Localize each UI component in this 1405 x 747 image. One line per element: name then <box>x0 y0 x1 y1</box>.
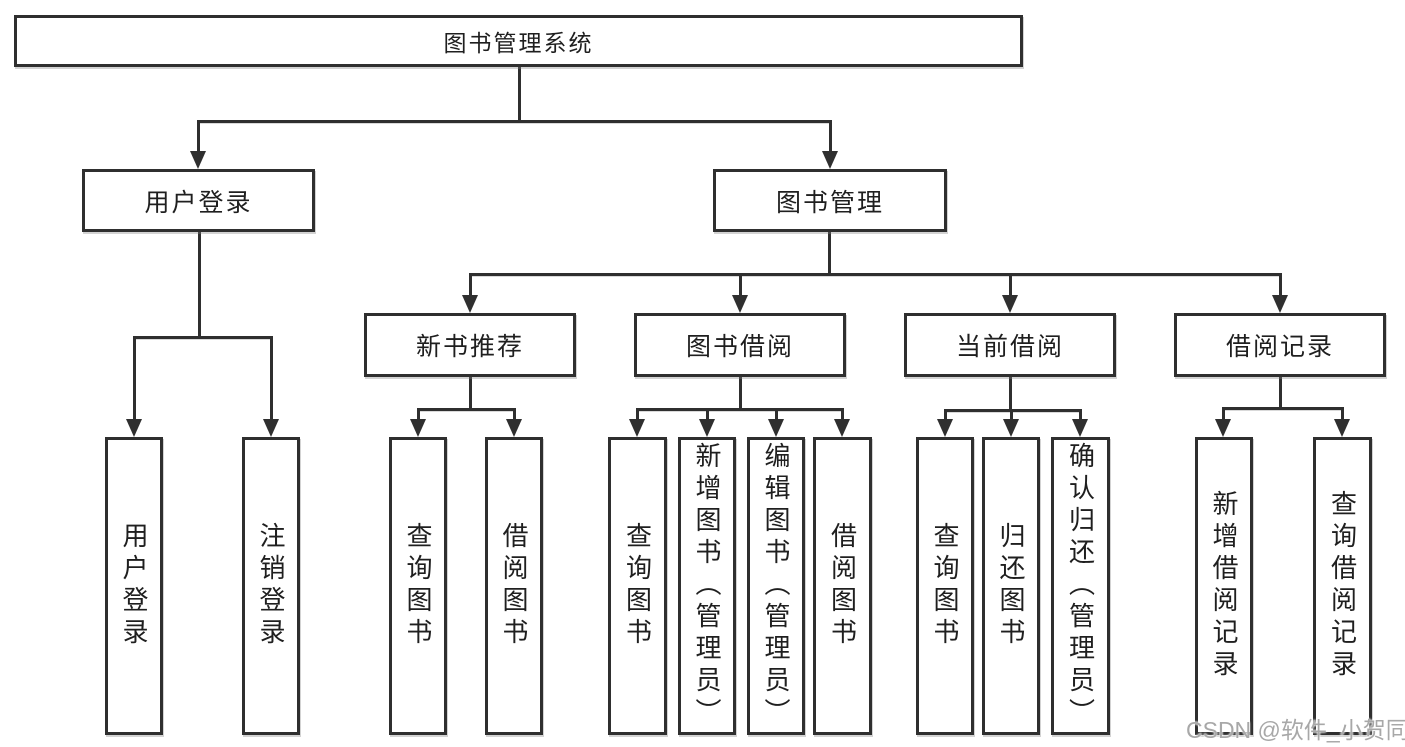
connector-new-books-stem <box>469 377 472 408</box>
connector-login-split <box>133 336 273 339</box>
arrow-to-login <box>190 151 206 169</box>
connector-to-leaf-login-1 <box>270 336 273 421</box>
leaf-logout-label: 注销登录 <box>256 522 286 650</box>
connector-login-stem <box>198 232 201 336</box>
node-new-books-label: 新书推荐 <box>415 333 524 361</box>
arrow-to-leaf-records-0 <box>1215 419 1231 437</box>
connector-borrowing-split <box>636 408 844 411</box>
arrow-to-current <box>1002 295 1018 313</box>
connector-to-leaf-current-0 <box>944 409 947 421</box>
node-login: 用户登录 <box>82 169 315 232</box>
leaf-records-query: 查询借阅记录 <box>1313 437 1372 735</box>
connector-records-stem <box>1279 377 1282 407</box>
connector-to-leaf-borrowing-3 <box>841 408 844 421</box>
arrow-to-leaf-current-0 <box>937 419 953 437</box>
connector-to-borrowing <box>739 273 742 297</box>
connector-to-login <box>197 120 200 153</box>
node-borrowing-label: 图书借阅 <box>685 333 794 361</box>
arrow-to-leaf-borrowing-0 <box>629 419 645 437</box>
leaf-current-query-label: 查询图书 <box>930 522 960 650</box>
leaf-logout: 注销登录 <box>242 437 300 735</box>
csdn-watermark: CSDN @软件_小贺同学 <box>1186 717 1405 743</box>
leaf-borrowing-edit-admin-label: 编辑图书（管理员） <box>761 442 791 730</box>
arrow-to-leaf-borrowing-2 <box>768 419 784 437</box>
node-current-label: 当前借阅 <box>955 333 1064 361</box>
leaf-new-books-query: 查询图书 <box>389 437 447 735</box>
connector-management-split <box>469 273 1281 276</box>
arrow-to-management <box>822 151 838 169</box>
connector-to-leaf-new-books-0 <box>417 408 420 421</box>
node-management-label: 图书管理 <box>775 188 884 217</box>
leaf-current-return-label: 归还图书 <box>996 522 1026 650</box>
leaf-current-confirm-admin: 确认归还（管理员） <box>1051 437 1110 735</box>
arrow-to-leaf-login-1 <box>263 419 279 437</box>
connector-to-leaf-current-2 <box>1079 409 1082 421</box>
connector-to-leaf-login-0 <box>133 336 136 421</box>
node-root-label: 图书管理系统 <box>443 30 594 56</box>
connector-to-records <box>1279 273 1282 297</box>
leaf-borrowing-add-admin: 新增图书（管理员） <box>678 437 736 735</box>
node-records-label: 借阅记录 <box>1225 333 1334 361</box>
arrow-to-leaf-records-1 <box>1334 419 1350 437</box>
leaf-new-books-borrow-label: 借阅图书 <box>499 522 529 650</box>
arrow-to-borrowing <box>732 295 748 313</box>
node-borrowing: 图书借阅 <box>634 313 846 377</box>
arrow-to-new-books <box>462 295 478 313</box>
leaf-records-add-label: 新增借阅记录 <box>1209 490 1239 682</box>
leaf-borrowing-query-label: 查询图书 <box>622 522 653 650</box>
leaf-records-query-label: 查询借阅记录 <box>1327 490 1358 682</box>
leaf-new-books-query-label: 查询图书 <box>403 522 433 650</box>
arrow-to-leaf-current-1 <box>1003 419 1019 437</box>
connector-management-stem <box>828 232 831 273</box>
connector-to-leaf-current-1 <box>1010 409 1013 421</box>
connector-to-leaf-new-books-1 <box>513 408 516 421</box>
connector-root-stem <box>518 67 521 120</box>
connector-borrowing-stem <box>739 377 742 408</box>
connector-to-management <box>829 120 832 153</box>
leaf-current-query: 查询图书 <box>916 437 974 735</box>
connector-to-leaf-borrowing-2 <box>775 408 778 421</box>
leaf-records-add: 新增借阅记录 <box>1195 437 1253 735</box>
connector-to-leaf-records-1 <box>1341 407 1344 421</box>
arrow-to-records <box>1272 295 1288 313</box>
leaf-borrowing-edit-admin: 编辑图书（管理员） <box>747 437 805 735</box>
leaf-borrowing-query: 查询图书 <box>608 437 667 735</box>
arrow-to-leaf-new-books-0 <box>410 419 426 437</box>
connector-to-current <box>1009 273 1012 297</box>
connector-new-books-split <box>417 408 515 411</box>
node-management: 图书管理 <box>713 169 947 232</box>
arrow-to-leaf-borrowing-1 <box>699 419 715 437</box>
connector-root-split <box>197 120 831 123</box>
connector-to-leaf-borrowing-1 <box>706 408 709 421</box>
connector-records-split <box>1222 407 1344 410</box>
connector-to-leaf-records-0 <box>1222 407 1225 421</box>
leaf-current-confirm-admin-label: 确认归还（管理员） <box>1065 442 1096 730</box>
node-root: 图书管理系统 <box>14 15 1023 67</box>
connector-to-leaf-borrowing-0 <box>636 408 639 421</box>
arrow-to-leaf-current-2 <box>1072 419 1088 437</box>
leaf-user-login: 用户登录 <box>105 437 163 735</box>
leaf-borrowing-borrow: 借阅图书 <box>813 437 872 735</box>
connector-current-stem <box>1009 377 1012 409</box>
arrow-to-leaf-new-books-1 <box>506 419 522 437</box>
node-new-books: 新书推荐 <box>364 313 576 377</box>
connector-to-new-books <box>469 273 472 297</box>
leaf-current-return: 归还图书 <box>982 437 1040 735</box>
arrow-to-leaf-login-0 <box>126 419 142 437</box>
leaf-new-books-borrow: 借阅图书 <box>485 437 543 735</box>
connector-current-split <box>944 409 1082 412</box>
node-current: 当前借阅 <box>904 313 1116 377</box>
leaf-borrowing-borrow-label: 借阅图书 <box>827 522 858 650</box>
node-records: 借阅记录 <box>1174 313 1386 377</box>
leaf-user-login-label: 用户登录 <box>119 522 149 650</box>
leaf-borrowing-add-admin-label: 新增图书（管理员） <box>692 442 722 730</box>
node-login-label: 用户登录 <box>144 188 253 217</box>
arrow-to-leaf-borrowing-3 <box>834 419 850 437</box>
